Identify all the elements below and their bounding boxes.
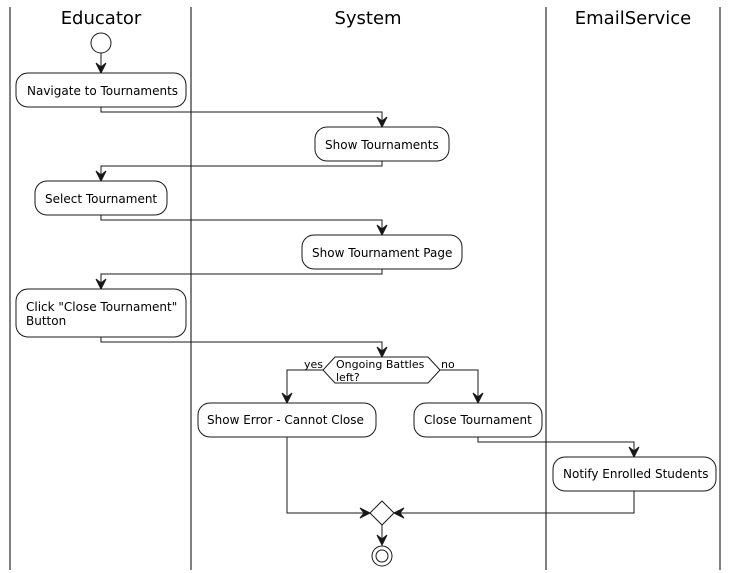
arrowhead — [281, 392, 293, 405]
start-node — [90, 32, 112, 54]
arrowhead — [628, 446, 640, 459]
action-close-tournament: Close Tournament — [413, 402, 543, 438]
decision-label-line-2: left? — [336, 371, 360, 384]
action-label: Show Tournaments — [325, 138, 439, 152]
arrowhead — [472, 392, 484, 405]
edge-decision-yes-to-show-error — [286, 369, 323, 401]
action-label: Notify Enrolled Students — [563, 467, 708, 481]
arrowhead — [95, 62, 107, 75]
branch-label-no: no — [441, 358, 455, 371]
edge-notify-to-merge — [396, 491, 635, 514]
action-click-close-tournament-button: Click "Close Tournament" Button — [15, 288, 187, 338]
action-select-tournament: Select Tournament — [34, 180, 168, 216]
end-node — [371, 545, 393, 567]
edge-show-error-to-merge — [286, 437, 368, 514]
lane-title-educator: Educator — [61, 8, 142, 29]
action-label: Select Tournament — [45, 192, 157, 206]
action-show-tournaments: Show Tournaments — [314, 126, 450, 162]
action-label: Navigate to Tournaments — [27, 84, 178, 98]
arrowhead — [359, 507, 372, 519]
edge-click-close-to-decision — [100, 337, 383, 355]
action-navigate-to-tournaments: Navigate to Tournaments — [15, 72, 187, 108]
action-notify-enrolled-students: Notify Enrolled Students — [552, 456, 717, 492]
edge-decision-no-to-close — [440, 369, 479, 401]
action-label: Close Tournament — [424, 413, 532, 427]
arrowhead — [376, 116, 388, 129]
action-label: Show Tournament Page — [312, 246, 452, 260]
edge-show-tournaments-to-select — [100, 161, 383, 179]
action-label: Show Error - Cannot Close — [207, 413, 364, 427]
arrowhead — [95, 278, 107, 291]
decision-ongoing-battles-left: Ongoing Battles left? — [322, 356, 441, 384]
edge-navigate-to-show-tournaments — [100, 107, 383, 125]
arrowhead — [376, 346, 388, 359]
arrowhead — [392, 507, 405, 519]
edge-show-page-to-click-close — [100, 269, 383, 287]
merge-node — [369, 500, 395, 526]
lane-title-system: System — [334, 8, 401, 29]
action-label-line-1: Click "Close Tournament" — [26, 300, 177, 314]
arrowhead — [95, 170, 107, 183]
action-show-tournament-page: Show Tournament Page — [301, 234, 463, 270]
arrowhead — [376, 224, 388, 237]
edge-close-to-notify — [477, 437, 635, 455]
lane-title-email-service: EmailService — [575, 8, 691, 29]
action-show-error-cannot-close: Show Error - Cannot Close — [197, 402, 377, 438]
edge-select-to-show-page — [100, 215, 383, 233]
arrowhead — [376, 534, 388, 547]
branch-label-yes: yes — [304, 358, 323, 371]
action-label-line-2: Button — [26, 314, 66, 328]
decision-label-line-1: Ongoing Battles — [336, 358, 425, 371]
